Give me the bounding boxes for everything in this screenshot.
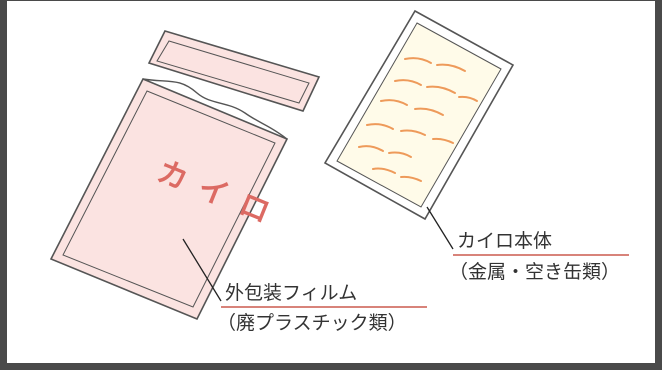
wrapper-torn-strip xyxy=(147,30,321,112)
outer-wrapper-film: カイロ xyxy=(49,30,321,321)
kairo-body xyxy=(323,9,515,221)
body-label-line1: カイロ本体 xyxy=(457,230,553,252)
body-label-line2: （金属・空き缶類） xyxy=(449,261,621,283)
wrapper-label-line2: （廃プラスチック類） xyxy=(217,312,407,334)
wrapper-torn-edge xyxy=(142,78,288,140)
body-leader xyxy=(426,206,629,256)
wrapper-seal-line xyxy=(62,90,276,308)
wrapper-main-body xyxy=(49,77,289,321)
wrapper-leader xyxy=(182,238,427,308)
kairo-disposal-diagram: カイロ xyxy=(49,9,629,321)
wrapper-strip-seal xyxy=(156,40,310,104)
wrapper-label-line1: 外包装フィルム xyxy=(225,282,358,304)
iron-powder-marks xyxy=(358,57,478,182)
